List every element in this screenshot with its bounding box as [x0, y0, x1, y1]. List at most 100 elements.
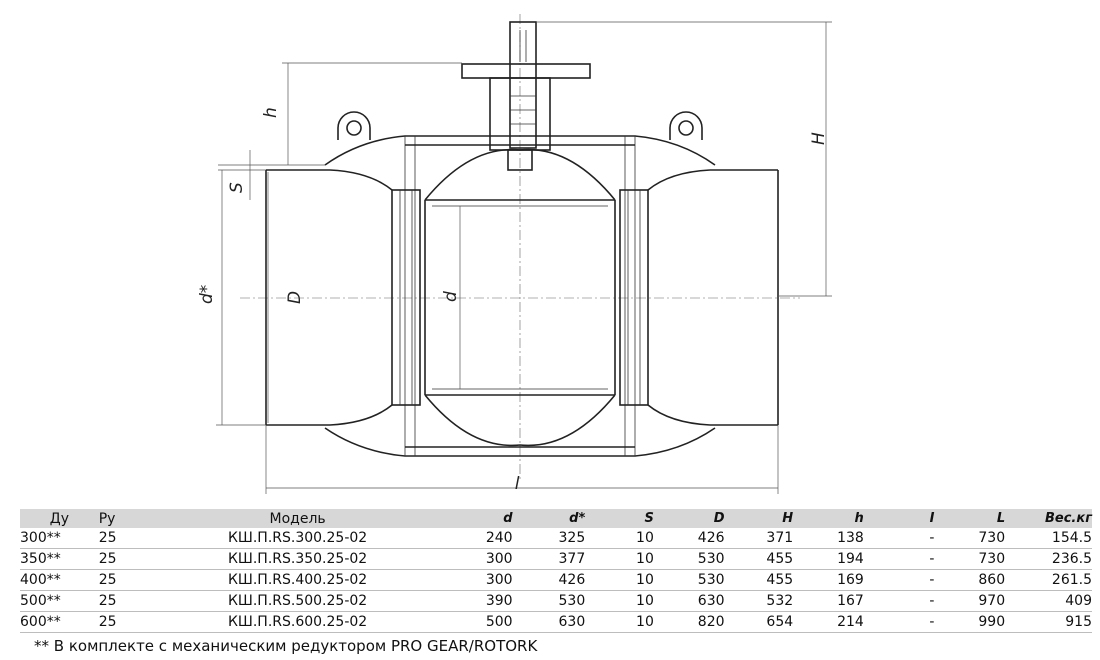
cell-L: 990	[934, 611, 1006, 633]
cell-D: 530	[653, 548, 725, 570]
cell-d-star: 377	[512, 548, 586, 570]
label-d-star: d*	[197, 285, 217, 304]
table-row: 350** 25 КШ.П.RS.350.25-02 300 377 10 53…	[20, 548, 1092, 570]
cell-d: 500	[433, 611, 513, 633]
cell-weight: 409	[1005, 590, 1092, 612]
cell-h: 167	[793, 590, 864, 612]
table-row: 300** 25 КШ.П.RS.300.25-02 240 325 10 42…	[20, 528, 1092, 549]
table-row: 500** 25 КШ.П.RS.500.25-02 390 530 10 63…	[20, 590, 1092, 612]
cell-i: -	[863, 548, 935, 570]
cell-d-star: 530	[512, 590, 586, 612]
cell-L: 730	[934, 528, 1006, 549]
cell-H: 532	[724, 590, 794, 612]
cell-s: 10	[585, 569, 654, 591]
label-L: l	[515, 471, 520, 491]
cell-i: -	[863, 528, 935, 549]
label-D: D	[285, 291, 305, 304]
cell-s: 10	[585, 590, 654, 612]
cell-L: 970	[934, 590, 1006, 612]
cell-py: 25	[98, 528, 162, 549]
cell-H: 455	[724, 569, 794, 591]
cell-d: 240	[433, 528, 513, 549]
cell-d: 300	[433, 569, 513, 591]
cell-H: 455	[724, 548, 794, 570]
header-du: Ду	[20, 509, 99, 528]
label-S: S	[227, 182, 247, 193]
header-model: Модель	[161, 509, 434, 528]
cell-weight: 915	[1005, 611, 1092, 633]
dimension-S: S	[218, 150, 325, 200]
lifting-lug-left	[337, 111, 371, 140]
cell-h: 138	[793, 528, 864, 549]
cell-model: КШ.П.RS.400.25-02	[161, 569, 434, 591]
cell-L: 730	[934, 548, 1006, 570]
cell-d-star: 630	[512, 611, 586, 633]
cell-py: 25	[98, 548, 162, 570]
header-D: D	[653, 509, 725, 528]
label-d: d	[441, 291, 461, 302]
label-H: H	[809, 132, 829, 145]
cell-D: 820	[653, 611, 725, 633]
cell-du: 600**	[20, 611, 99, 633]
cell-py: 25	[98, 590, 162, 612]
cell-i: -	[863, 611, 935, 633]
left-pipe-end	[265, 169, 393, 426]
header-i: I	[863, 509, 935, 528]
cell-H: 371	[724, 528, 794, 549]
lifting-lug-right	[669, 111, 703, 140]
cell-model: КШ.П.RS.300.25-02	[161, 528, 434, 549]
cell-weight: 154.5	[1005, 528, 1092, 549]
seat-right	[619, 189, 649, 406]
label-h: h	[261, 107, 281, 118]
cell-D: 426	[653, 528, 725, 549]
table-header-row: Ду Ру Модель d d* S D H h I L Вес.кг	[20, 509, 1092, 528]
cell-du: 350**	[20, 548, 99, 570]
spec-table: Ду Ру Модель d d* S D H h I L Вес.кг 300…	[20, 509, 1092, 633]
header-h: h	[793, 509, 864, 528]
cell-H: 654	[724, 611, 794, 633]
cell-du: 300**	[20, 528, 99, 549]
cell-d: 300	[433, 548, 513, 570]
header-H: H	[724, 509, 794, 528]
cell-s: 10	[585, 528, 654, 549]
stem	[461, 21, 591, 171]
seat-left	[391, 189, 421, 406]
dimension-D: D	[267, 172, 305, 423]
cell-D: 630	[653, 590, 725, 612]
dimension-d-star: d*	[197, 170, 266, 426]
cell-L: 860	[934, 569, 1006, 591]
valve-drawing: h H S d* D d l	[197, 14, 832, 494]
right-pipe-end	[647, 169, 779, 426]
table-row: 400** 25 КШ.П.RS.400.25-02 300 426 10 53…	[20, 569, 1092, 591]
cell-du: 500**	[20, 590, 99, 612]
cell-s: 10	[585, 611, 654, 633]
header-d-star: d*	[512, 509, 586, 528]
header-s: S	[585, 509, 654, 528]
cell-py: 25	[98, 569, 162, 591]
cell-weight: 236.5	[1005, 548, 1092, 570]
cell-D: 530	[653, 569, 725, 591]
header-L: L	[934, 509, 1006, 528]
dimension-d: d	[441, 206, 461, 389]
cell-model: КШ.П.RS.350.25-02	[161, 548, 434, 570]
cell-s: 10	[585, 548, 654, 570]
header-weight: Вес.кг	[1005, 509, 1092, 528]
cell-h: 194	[793, 548, 864, 570]
cell-model: КШ.П.RS.500.25-02	[161, 590, 434, 612]
header-d: d	[433, 509, 513, 528]
cell-py: 25	[98, 611, 162, 633]
footnote: ** В комплекте с механическим редуктором…	[34, 637, 538, 655]
dimension-H: H	[536, 21, 832, 297]
cell-d-star: 426	[512, 569, 586, 591]
cell-h: 214	[793, 611, 864, 633]
dimension-h: h	[261, 62, 462, 165]
cell-weight: 261.5	[1005, 569, 1092, 591]
cell-i: -	[863, 590, 935, 612]
cell-du: 400**	[20, 569, 99, 591]
header-py: Ру	[98, 509, 162, 528]
cell-d-star: 325	[512, 528, 586, 549]
cell-model: КШ.П.RS.600.25-02	[161, 611, 434, 633]
table-row: 600** 25 КШ.П.RS.600.25-02 500 630 10 82…	[20, 611, 1092, 633]
dimension-L: l	[265, 425, 779, 494]
cell-h: 169	[793, 569, 864, 591]
